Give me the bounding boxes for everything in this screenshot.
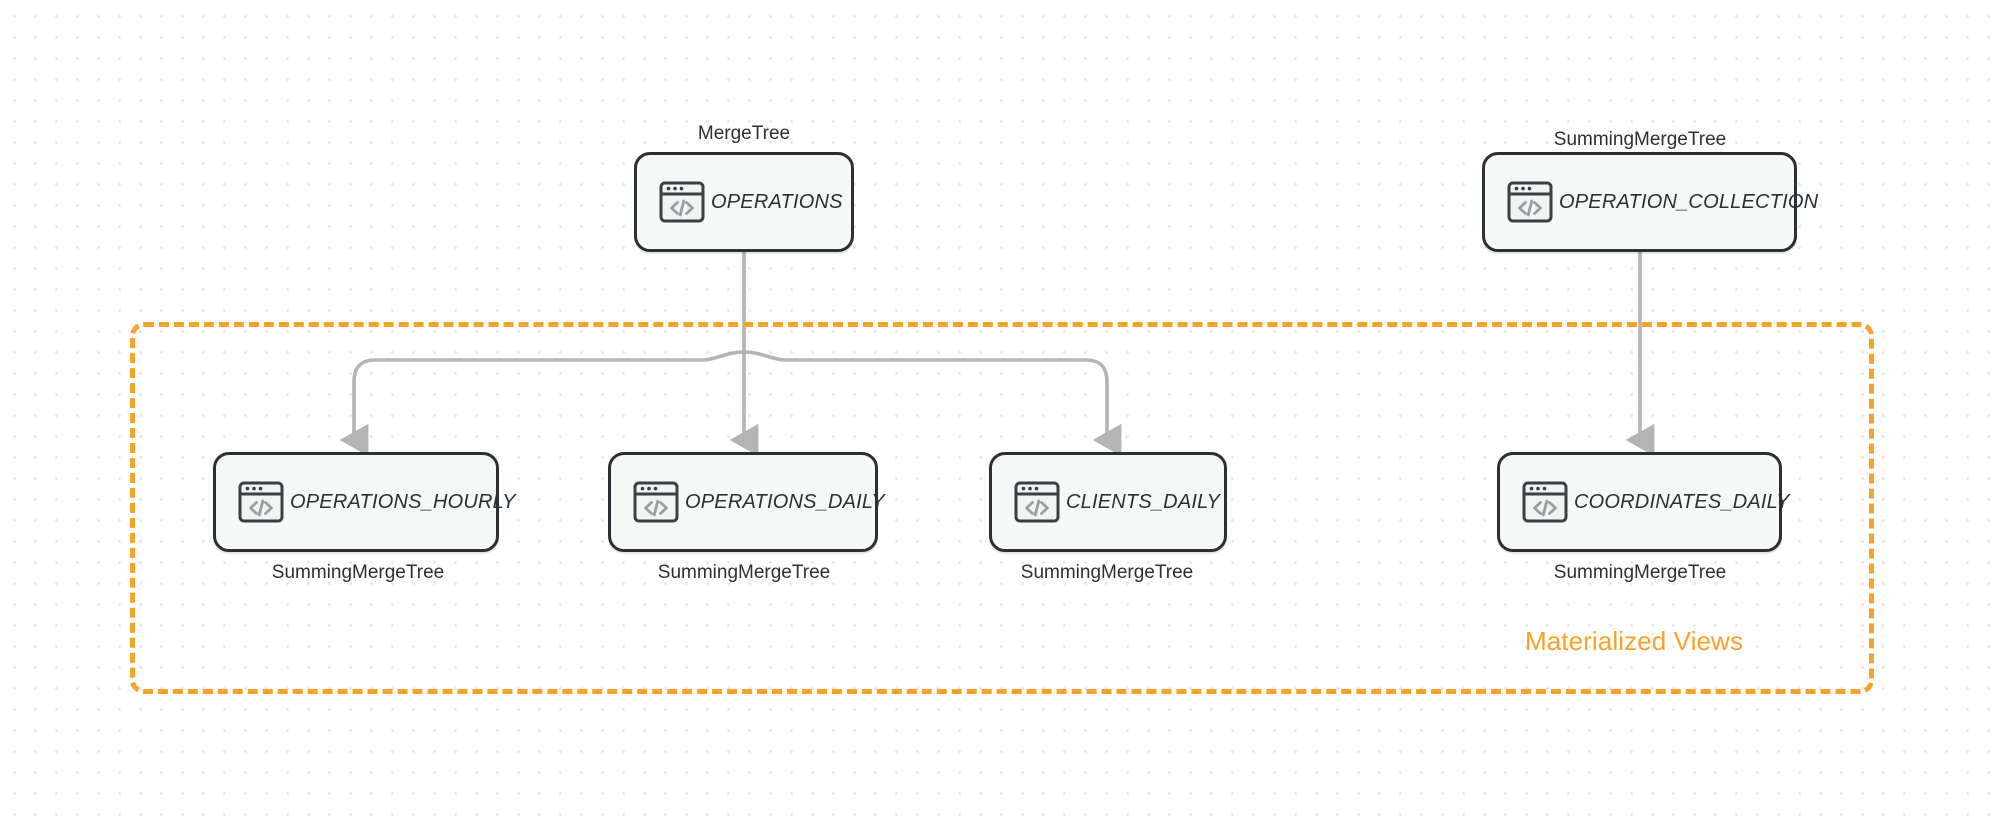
- node-label-coordinates-daily: COORDINATES_DAILY: [1574, 490, 1790, 513]
- engine-caption-coordinates-daily: SummingMergeTree: [1553, 562, 1727, 583]
- code-window-icon: [1507, 181, 1553, 223]
- node-operations-hourly[interactable]: OPERATIONS_HOURLY: [213, 452, 515, 552]
- node-label-operations-daily: OPERATIONS_DAILY: [685, 490, 885, 513]
- engine-caption-operation-collection: SummingMergeTree: [1553, 129, 1727, 150]
- code-window-icon: [633, 481, 679, 523]
- node-label-operations-hourly: OPERATIONS_HOURLY: [290, 490, 516, 513]
- materialized-views-group: [130, 322, 1874, 694]
- node-label-operation-collection: OPERATION_COLLECTION: [1559, 190, 1819, 213]
- node-operation-collection[interactable]: OPERATION_COLLECTION: [1482, 152, 1818, 252]
- code-window-icon: [238, 481, 284, 523]
- engine-caption-clients-daily: SummingMergeTree: [1020, 562, 1194, 583]
- engine-caption-operations-hourly: SummingMergeTree: [271, 562, 445, 583]
- engine-caption-operations: MergeTree: [697, 123, 791, 144]
- node-operations-daily[interactable]: OPERATIONS_DAILY: [608, 452, 885, 552]
- code-window-icon: [1522, 481, 1568, 523]
- node-label-clients-daily: CLIENTS_DAILY: [1066, 490, 1221, 513]
- node-operations[interactable]: OPERATIONS: [634, 152, 854, 252]
- engine-caption-operations-daily: SummingMergeTree: [657, 562, 831, 583]
- code-window-icon: [659, 181, 705, 223]
- node-clients-daily[interactable]: CLIENTS_DAILY: [989, 452, 1227, 552]
- materialized-views-group-label: Materialized Views: [1524, 626, 1744, 656]
- node-label-operations: OPERATIONS: [711, 190, 843, 213]
- code-window-icon: [1014, 481, 1060, 523]
- node-coordinates-daily[interactable]: COORDINATES_DAILY: [1497, 452, 1789, 552]
